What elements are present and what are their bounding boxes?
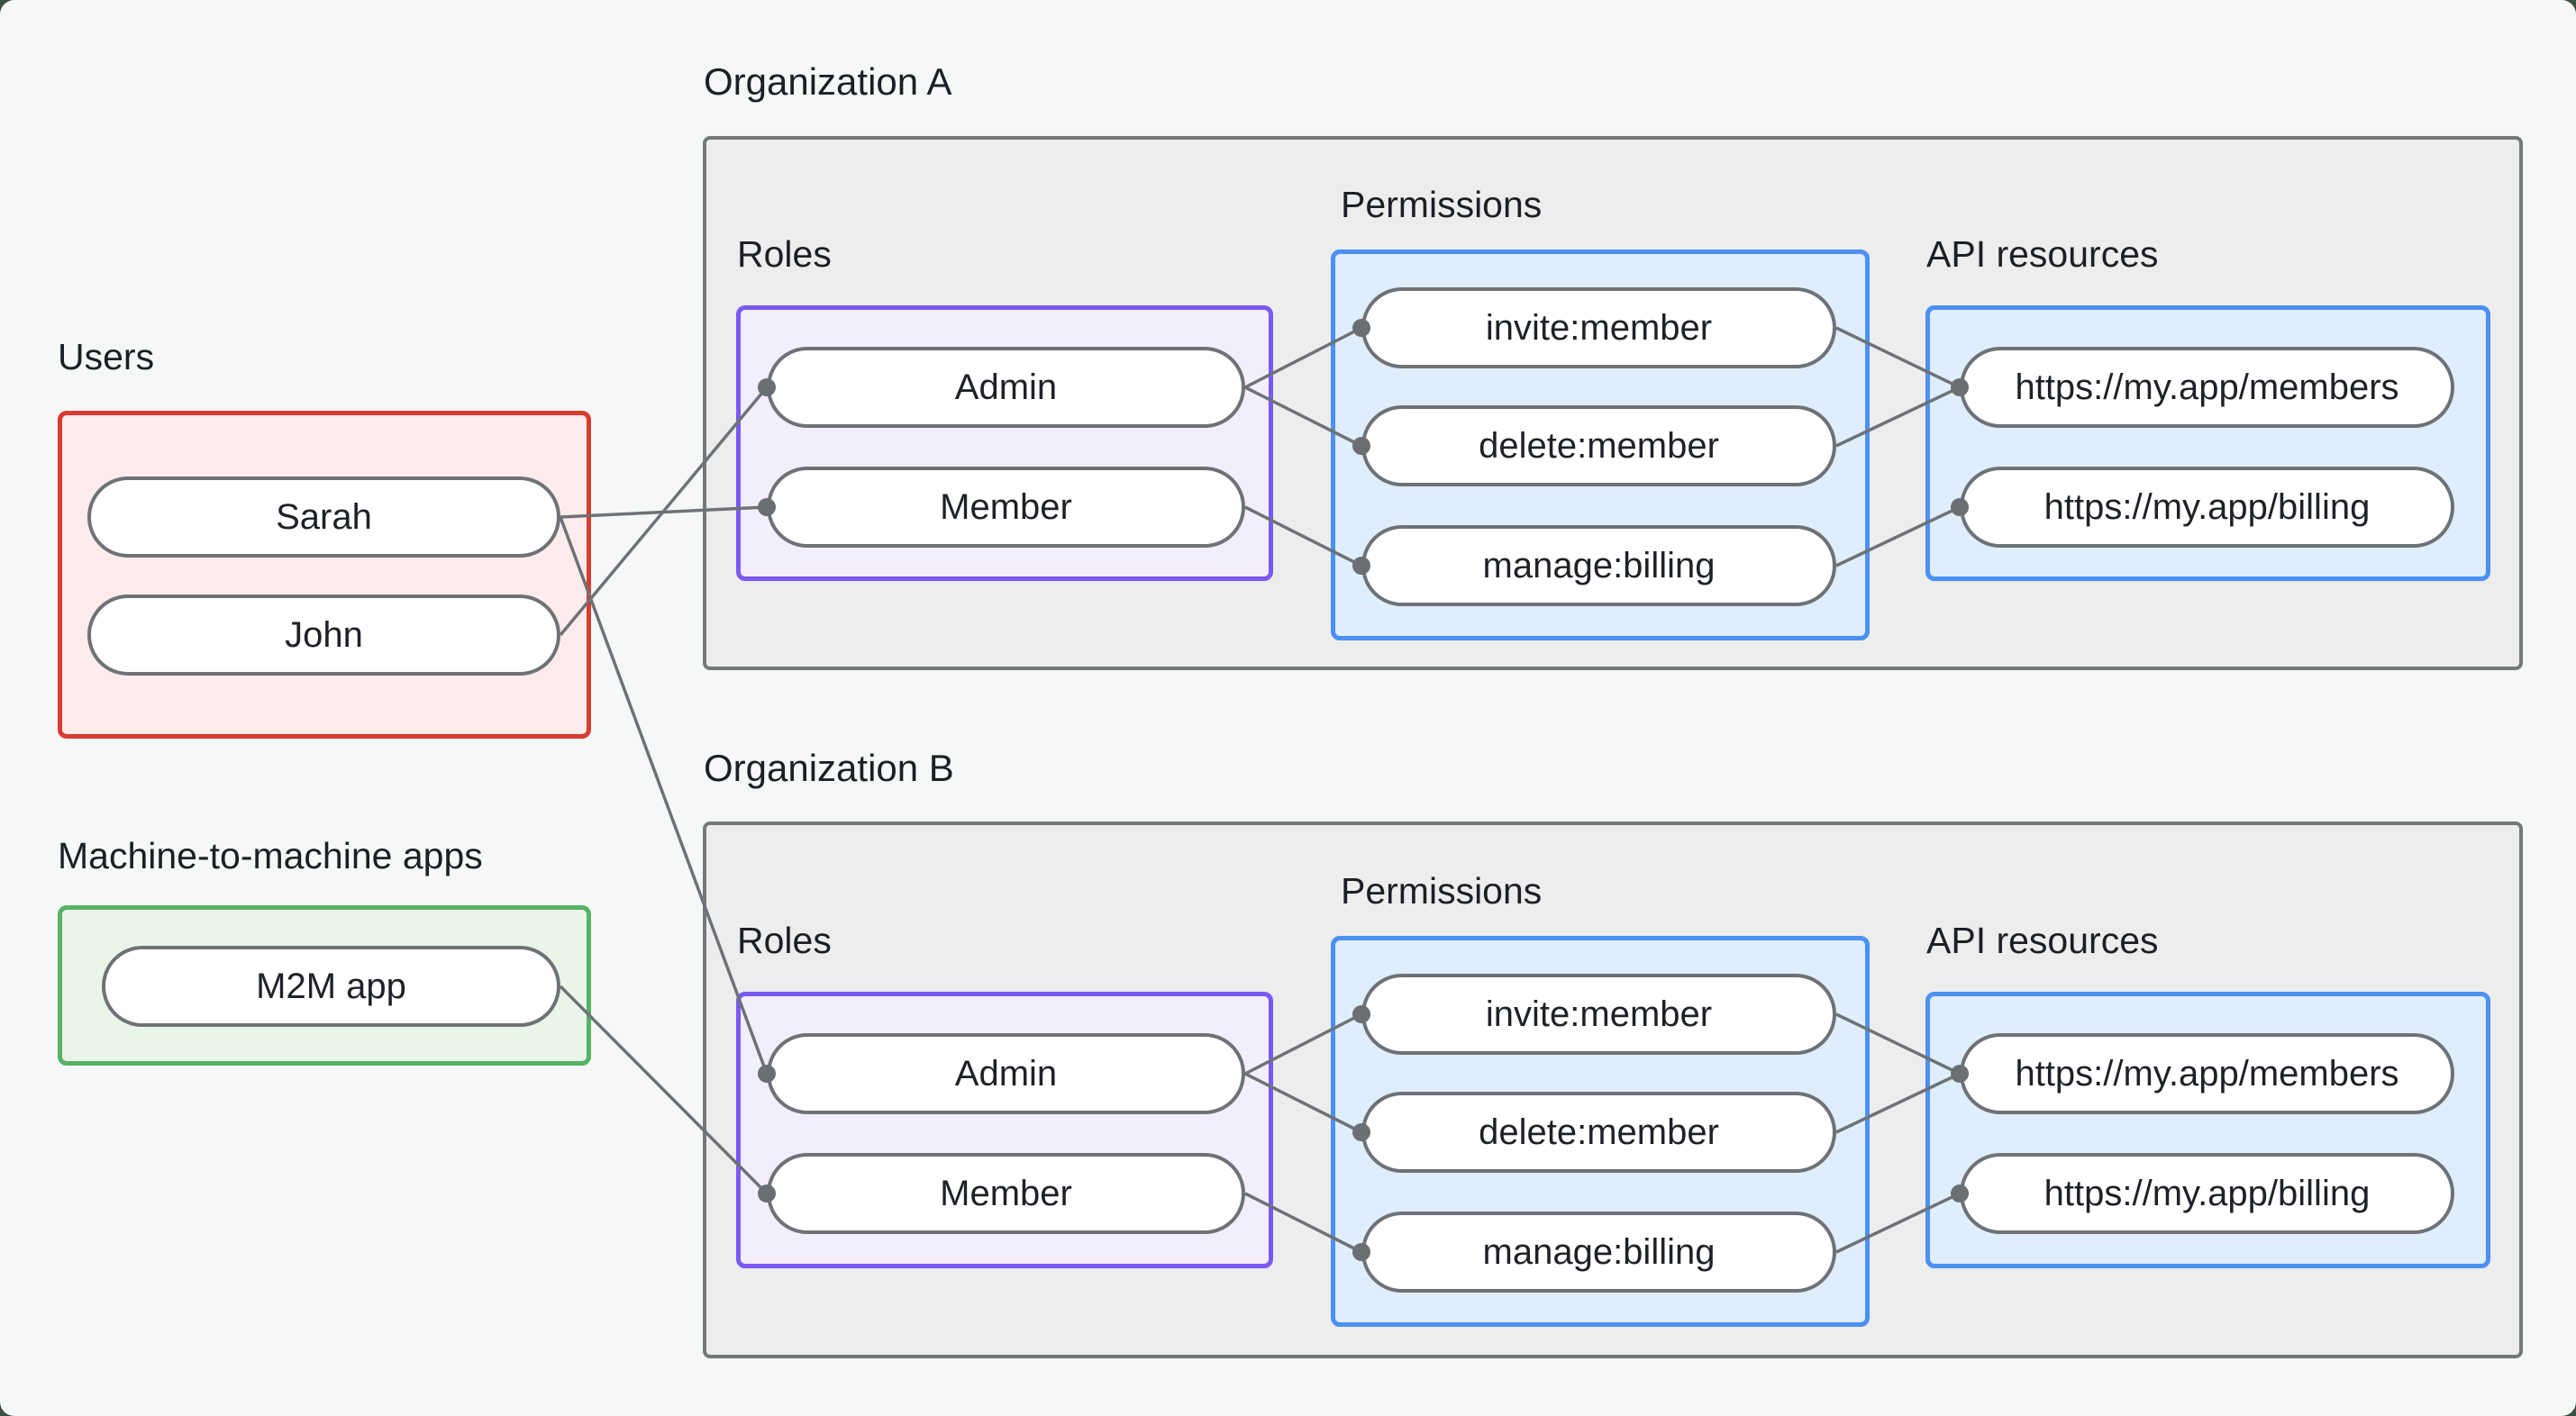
org-b-api-resource-members: https://my.app/members — [1960, 1033, 2454, 1114]
org-a-permission-invite-member: invite:member — [1361, 287, 1836, 368]
org-a-api-resource-billing: https://my.app/billing — [1960, 467, 2454, 548]
org-b-api-resource-billing: https://my.app/billing — [1960, 1153, 2454, 1234]
organization-b-permissions-label: Permissions — [1341, 870, 1543, 912]
user-node-sarah: Sarah — [87, 477, 560, 558]
org-a-role-member: Member — [767, 467, 1245, 548]
org-a-api-resource-members: https://my.app/members — [1960, 347, 2454, 428]
user-node-john: John — [87, 595, 560, 676]
org-a-role-admin: Admin — [767, 347, 1245, 428]
org-b-permission-delete-member: delete:member — [1361, 1092, 1836, 1173]
organization-b-label: Organization B — [704, 747, 954, 789]
m2m-label: Machine-to-machine apps — [58, 835, 483, 876]
org-b-permission-manage-billing: manage:billing — [1361, 1212, 1836, 1293]
organization-b-api-resources-label: API resources — [1926, 920, 2159, 961]
org-b-role-admin: Admin — [767, 1033, 1245, 1114]
org-a-permission-manage-billing: manage:billing — [1361, 525, 1836, 606]
users-group-box — [58, 411, 591, 739]
organization-a-label: Organization A — [704, 60, 952, 103]
org-b-permission-invite-member: invite:member — [1361, 974, 1836, 1055]
organization-a-permissions-label: Permissions — [1341, 184, 1543, 225]
org-a-permission-delete-member: delete:member — [1361, 405, 1836, 486]
organization-b-roles-label: Roles — [737, 920, 832, 961]
organization-a-roles-label: Roles — [737, 233, 832, 275]
org-b-role-member: Member — [767, 1153, 1245, 1234]
users-label: Users — [58, 336, 155, 377]
m2m-app-node: M2M app — [102, 946, 560, 1027]
organization-a-api-resources-label: API resources — [1926, 233, 2159, 275]
